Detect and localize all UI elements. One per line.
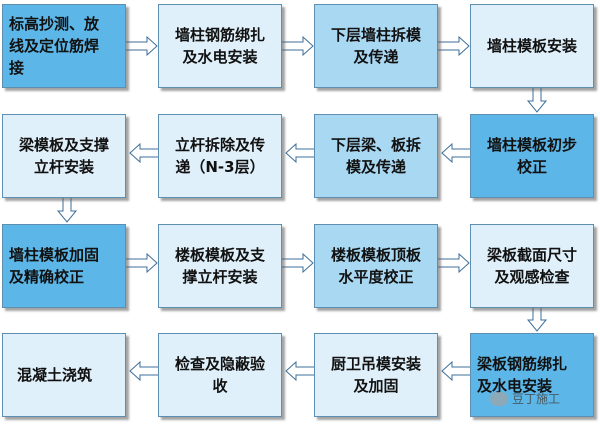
arrow-10-11	[280, 252, 314, 274]
step-10-line-2: 撑立杆安装	[182, 268, 258, 286]
step-4-box: 墙柱模板安装	[470, 4, 594, 88]
step-9-box: 墙柱模板加固 及精确校正	[2, 224, 126, 308]
step-10-line-1: 楼板模板及支	[174, 246, 265, 264]
step-12-line-2: 及观感检查	[494, 268, 570, 286]
step-4-line-1: 墙柱模板安装	[486, 37, 577, 55]
step-15-box: 检查及隐蔽验 收	[158, 333, 282, 417]
step-11-line-2: 水平度校正	[338, 268, 414, 286]
step-16-line-1: 混凝土浇筑	[17, 366, 93, 384]
step-11-line-1: 楼板模板顶板	[330, 246, 421, 264]
step-9-line-1: 墙柱模板加固	[9, 246, 100, 264]
step-6-box: 下层梁、板拆 模及传递	[314, 114, 438, 198]
step-5-line-2: 校正	[516, 158, 547, 176]
step-2-line-2: 及水电安装	[182, 48, 258, 66]
step-13-line-1: 梁板钢筋绑扎	[477, 355, 568, 373]
step-8-box: 梁模板及支撑 立杆安装	[2, 114, 126, 198]
step-12-box: 梁板截面尺寸 及观感检查	[470, 224, 594, 308]
step-3-line-2: 及传递	[353, 48, 399, 66]
step-6-line-2: 模及传递	[345, 158, 406, 176]
arrow-1-2	[124, 35, 158, 57]
step-14-box: 厨卫吊模安装 及加固	[314, 333, 438, 417]
step-7-line-1: 立杆拆除及传	[174, 136, 265, 154]
step-3-box: 下层墙柱拆模 及传递	[314, 4, 438, 88]
step-6-line-1: 下层梁、板拆	[330, 136, 421, 154]
step-7-line-2: 递（N-3层）	[175, 158, 265, 176]
step-9-line-2: 及精确校正	[9, 268, 85, 286]
arrow-12-13	[526, 304, 548, 332]
arrow-11-12	[436, 252, 470, 274]
step-10-box: 楼板模板及支 撑立杆安装	[158, 224, 282, 308]
step-1-line-1: 标高抄测、放	[9, 15, 100, 33]
step-15-line-1: 检查及隐蔽验	[174, 355, 265, 373]
step-14-line-2: 及加固	[353, 377, 399, 395]
step-7-box: 立杆拆除及传 递（N-3层）	[158, 114, 282, 198]
arrow-3-4	[436, 35, 470, 57]
arrow-9-10	[124, 252, 158, 274]
step-8-line-2: 立杆安装	[33, 158, 94, 176]
step-1-line-3: 接	[9, 59, 25, 77]
step-1-box: 标高抄测、放 线及定位筋焊 接	[2, 4, 126, 88]
watermark-text: 豆丁施工	[512, 392, 561, 406]
step-1-line-2: 线及定位筋焊	[9, 37, 100, 55]
step-13-line-2: 及水电安装	[477, 377, 553, 395]
arrow-2-3	[280, 35, 314, 57]
step-3-line-1: 下层墙柱拆模	[330, 26, 421, 44]
arrow-8-9	[56, 195, 78, 223]
step-15-line-2: 收	[212, 377, 228, 395]
step-2-line-1: 墙柱钢筋绑扎	[174, 26, 265, 44]
step-2-box: 墙柱钢筋绑扎 及水电安装	[158, 4, 282, 88]
watermark: 豆丁施工	[490, 390, 560, 407]
step-8-line-1: 梁模板及支撑	[18, 136, 109, 154]
step-11-box: 楼板模板顶板 水平度校正	[314, 224, 438, 308]
step-5-line-1: 墙柱模板初步	[486, 136, 577, 154]
step-12-line-1: 梁板截面尺寸	[486, 246, 577, 264]
wechat-logo-icon	[490, 391, 508, 406]
step-5-box: 墙柱模板初步 校正	[470, 114, 594, 198]
step-14-line-1: 厨卫吊模安装	[330, 355, 421, 373]
arrow-4-5	[526, 85, 548, 113]
step-16-box: 混凝土浇筑	[2, 333, 126, 417]
